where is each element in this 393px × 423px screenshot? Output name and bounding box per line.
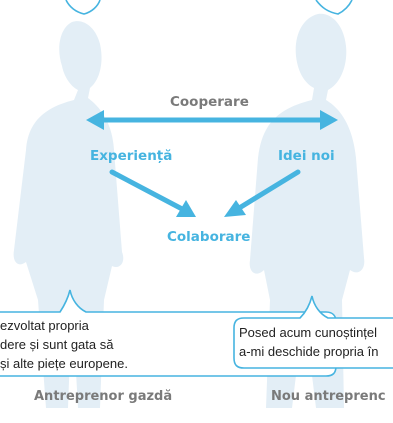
cooperare-label: Cooperare <box>170 94 249 110</box>
right-speech-line-2: a-mi deschide propria în <box>239 344 379 359</box>
right-speech-text: Posed acum cunoștințel a-mi deschide pro… <box>239 323 378 361</box>
idei-noi-label: Idei noi <box>278 148 335 164</box>
top-right-bubble-tail <box>315 0 353 15</box>
right-speech-bubble <box>233 295 393 369</box>
arrow-experienta-to-colaborare <box>109 169 196 217</box>
colaborare-label: Colaborare <box>167 229 251 245</box>
right-person-caption: Nou antreprenc <box>271 389 386 404</box>
left-speech-text: ezvoltat propria dere și sunt gata să și… <box>0 316 128 373</box>
cooperare-double-arrow <box>86 110 338 130</box>
right-speech-line-1: Posed acum cunoștințel <box>239 325 378 340</box>
right-person-silhouette <box>249 13 365 408</box>
top-left-bubble-tail <box>65 0 101 15</box>
left-speech-line-1: ezvoltat propria <box>0 318 89 333</box>
arrow-idei-noi-to-colaborare <box>224 169 301 217</box>
left-person-caption: Antreprenor gazdă <box>34 389 173 404</box>
left-speech-line-2: dere și sunt gata să <box>0 337 114 352</box>
left-speech-line-3: și alte piețe europene. <box>0 356 128 371</box>
experienta-label: Experiență <box>90 148 173 164</box>
